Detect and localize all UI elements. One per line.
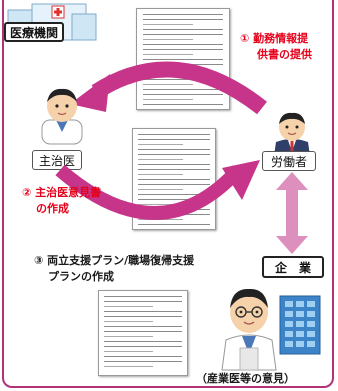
occupational-opinion-label: （産業医等の意見） xyxy=(196,372,295,385)
support-plan-document xyxy=(98,290,188,376)
work-info-document xyxy=(136,8,230,110)
document-line xyxy=(137,174,183,175)
document-line xyxy=(137,159,183,160)
document-line xyxy=(142,44,224,45)
document-line xyxy=(104,321,153,322)
step3-label-line1: ③ 両立支援プラン/職場復帰支援 xyxy=(34,254,195,267)
document-line xyxy=(137,144,183,145)
step1-label-line2: 供書の提供 xyxy=(257,48,312,61)
document-line xyxy=(104,366,153,367)
document-line xyxy=(137,189,183,190)
document-line xyxy=(137,224,211,225)
step3-label-line2: プランの作成 xyxy=(48,270,114,283)
worker-label: 労働者 xyxy=(262,151,316,171)
document-line xyxy=(142,34,224,35)
hospital-label: 医療機関 xyxy=(4,22,64,42)
document-line xyxy=(104,296,182,297)
document-line xyxy=(142,54,194,55)
step2-label-line2: の作成 xyxy=(36,202,69,215)
document-line xyxy=(104,361,182,362)
document-line xyxy=(104,346,182,347)
document-line xyxy=(142,29,224,30)
document-line xyxy=(142,59,224,60)
document-line xyxy=(104,336,153,337)
step1-label-line1: ① 勤務情報提 xyxy=(240,32,309,45)
document-line xyxy=(104,341,182,342)
document-line xyxy=(137,149,211,150)
document-line xyxy=(137,179,211,180)
document-line xyxy=(142,99,194,100)
company-label: 企 業 xyxy=(262,256,324,278)
doctor-label: 主治医 xyxy=(32,150,82,170)
document-line xyxy=(104,311,182,312)
document-line xyxy=(137,154,211,155)
company-building-icon xyxy=(279,295,321,355)
document-line xyxy=(137,199,211,200)
document-line xyxy=(104,301,182,302)
document-line xyxy=(104,331,182,332)
document-line xyxy=(142,89,224,90)
step2-label-line1: ② 主治医意見書 xyxy=(22,186,102,199)
document-line xyxy=(142,94,224,95)
document-line xyxy=(142,14,224,15)
document-line xyxy=(104,316,182,317)
document-line xyxy=(142,19,224,20)
document-line xyxy=(142,104,224,105)
document-line xyxy=(104,356,182,357)
industrial-doctor-icon xyxy=(221,288,277,371)
document-line xyxy=(142,84,194,85)
document-line xyxy=(137,194,211,195)
document-line xyxy=(137,169,211,170)
document-line xyxy=(137,164,211,165)
document-line xyxy=(137,204,183,205)
document-line xyxy=(104,326,182,327)
document-line xyxy=(142,39,194,40)
document-line xyxy=(137,134,211,135)
document-line xyxy=(142,79,224,80)
document-line xyxy=(137,139,211,140)
document-line xyxy=(104,351,153,352)
document-line xyxy=(142,49,224,50)
document-line xyxy=(142,24,194,25)
diagram-frame xyxy=(2,0,334,388)
document-line xyxy=(137,184,211,185)
document-line xyxy=(104,306,153,307)
doctor-person-icon xyxy=(41,88,83,145)
